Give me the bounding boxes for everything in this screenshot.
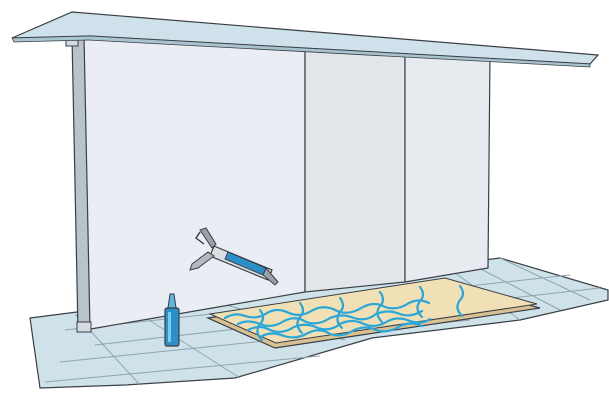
wall-panel-left (80, 38, 305, 330)
cartridge-body (165, 308, 179, 346)
wall-panel-middle (305, 45, 405, 292)
cartridge-highlight (168, 312, 171, 342)
wall-panel-right (405, 50, 490, 282)
cartridge-nozzle (168, 294, 176, 308)
post-cap-bottom (77, 322, 91, 332)
